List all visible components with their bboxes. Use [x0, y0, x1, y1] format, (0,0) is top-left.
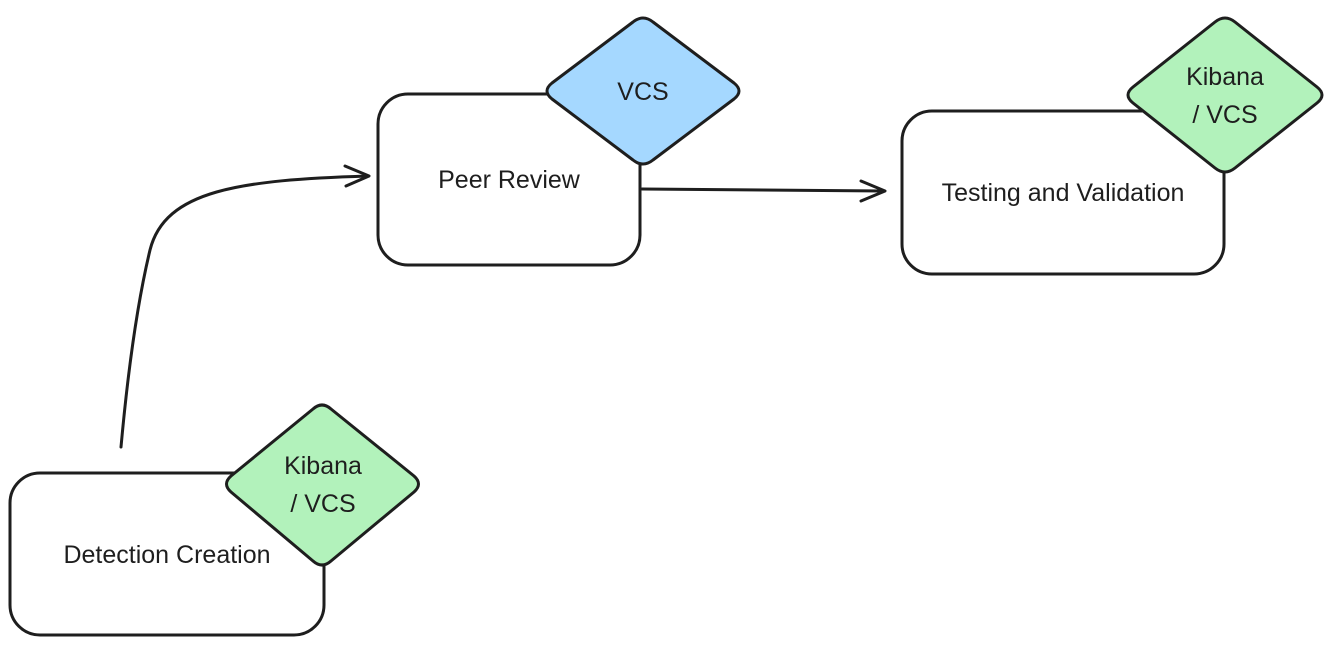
- edge-detection-to-review-line: [119, 174, 370, 449]
- edge-review-to-testing: [640, 179, 887, 203]
- edge-review-to-testing-line: [640, 187, 886, 193]
- tag-testing-validation: Kibana / VCS: [1126, 16, 1324, 174]
- edge-review-to-testing-arrowhead: [859, 179, 887, 203]
- tag-detection-creation-line2: / VCS: [290, 490, 355, 518]
- tag-detection-creation: Kibana / VCS: [225, 403, 420, 567]
- node-peer-review-label: Peer Review: [438, 166, 581, 194]
- node-testing-validation[interactable]: Testing and Validation: [900, 109, 1226, 276]
- tag-detection-creation-diamond: [225, 403, 420, 567]
- tag-testing-validation-line2: / VCS: [1192, 101, 1257, 129]
- node-detection-creation-label: Detection Creation: [63, 541, 270, 569]
- edge-detection-to-review: [119, 164, 371, 449]
- edge-detection-to-review-arrowhead: [343, 164, 371, 188]
- tag-peer-review-line1: VCS: [617, 78, 668, 106]
- tag-detection-creation-line1: Kibana: [284, 452, 362, 480]
- tag-testing-validation-diamond: [1126, 16, 1324, 174]
- tag-testing-validation-line1: Kibana: [1186, 63, 1264, 91]
- node-testing-validation-box[interactable]: [900, 109, 1226, 276]
- node-detection-creation[interactable]: Detection Creation: [8, 471, 326, 637]
- tag-peer-review: VCS: [545, 16, 741, 166]
- node-testing-validation-label: Testing and Validation: [942, 179, 1185, 207]
- node-peer-review-box[interactable]: [376, 92, 642, 267]
- node-peer-review[interactable]: Peer Review: [376, 92, 642, 267]
- tag-peer-review-diamond: [545, 16, 741, 166]
